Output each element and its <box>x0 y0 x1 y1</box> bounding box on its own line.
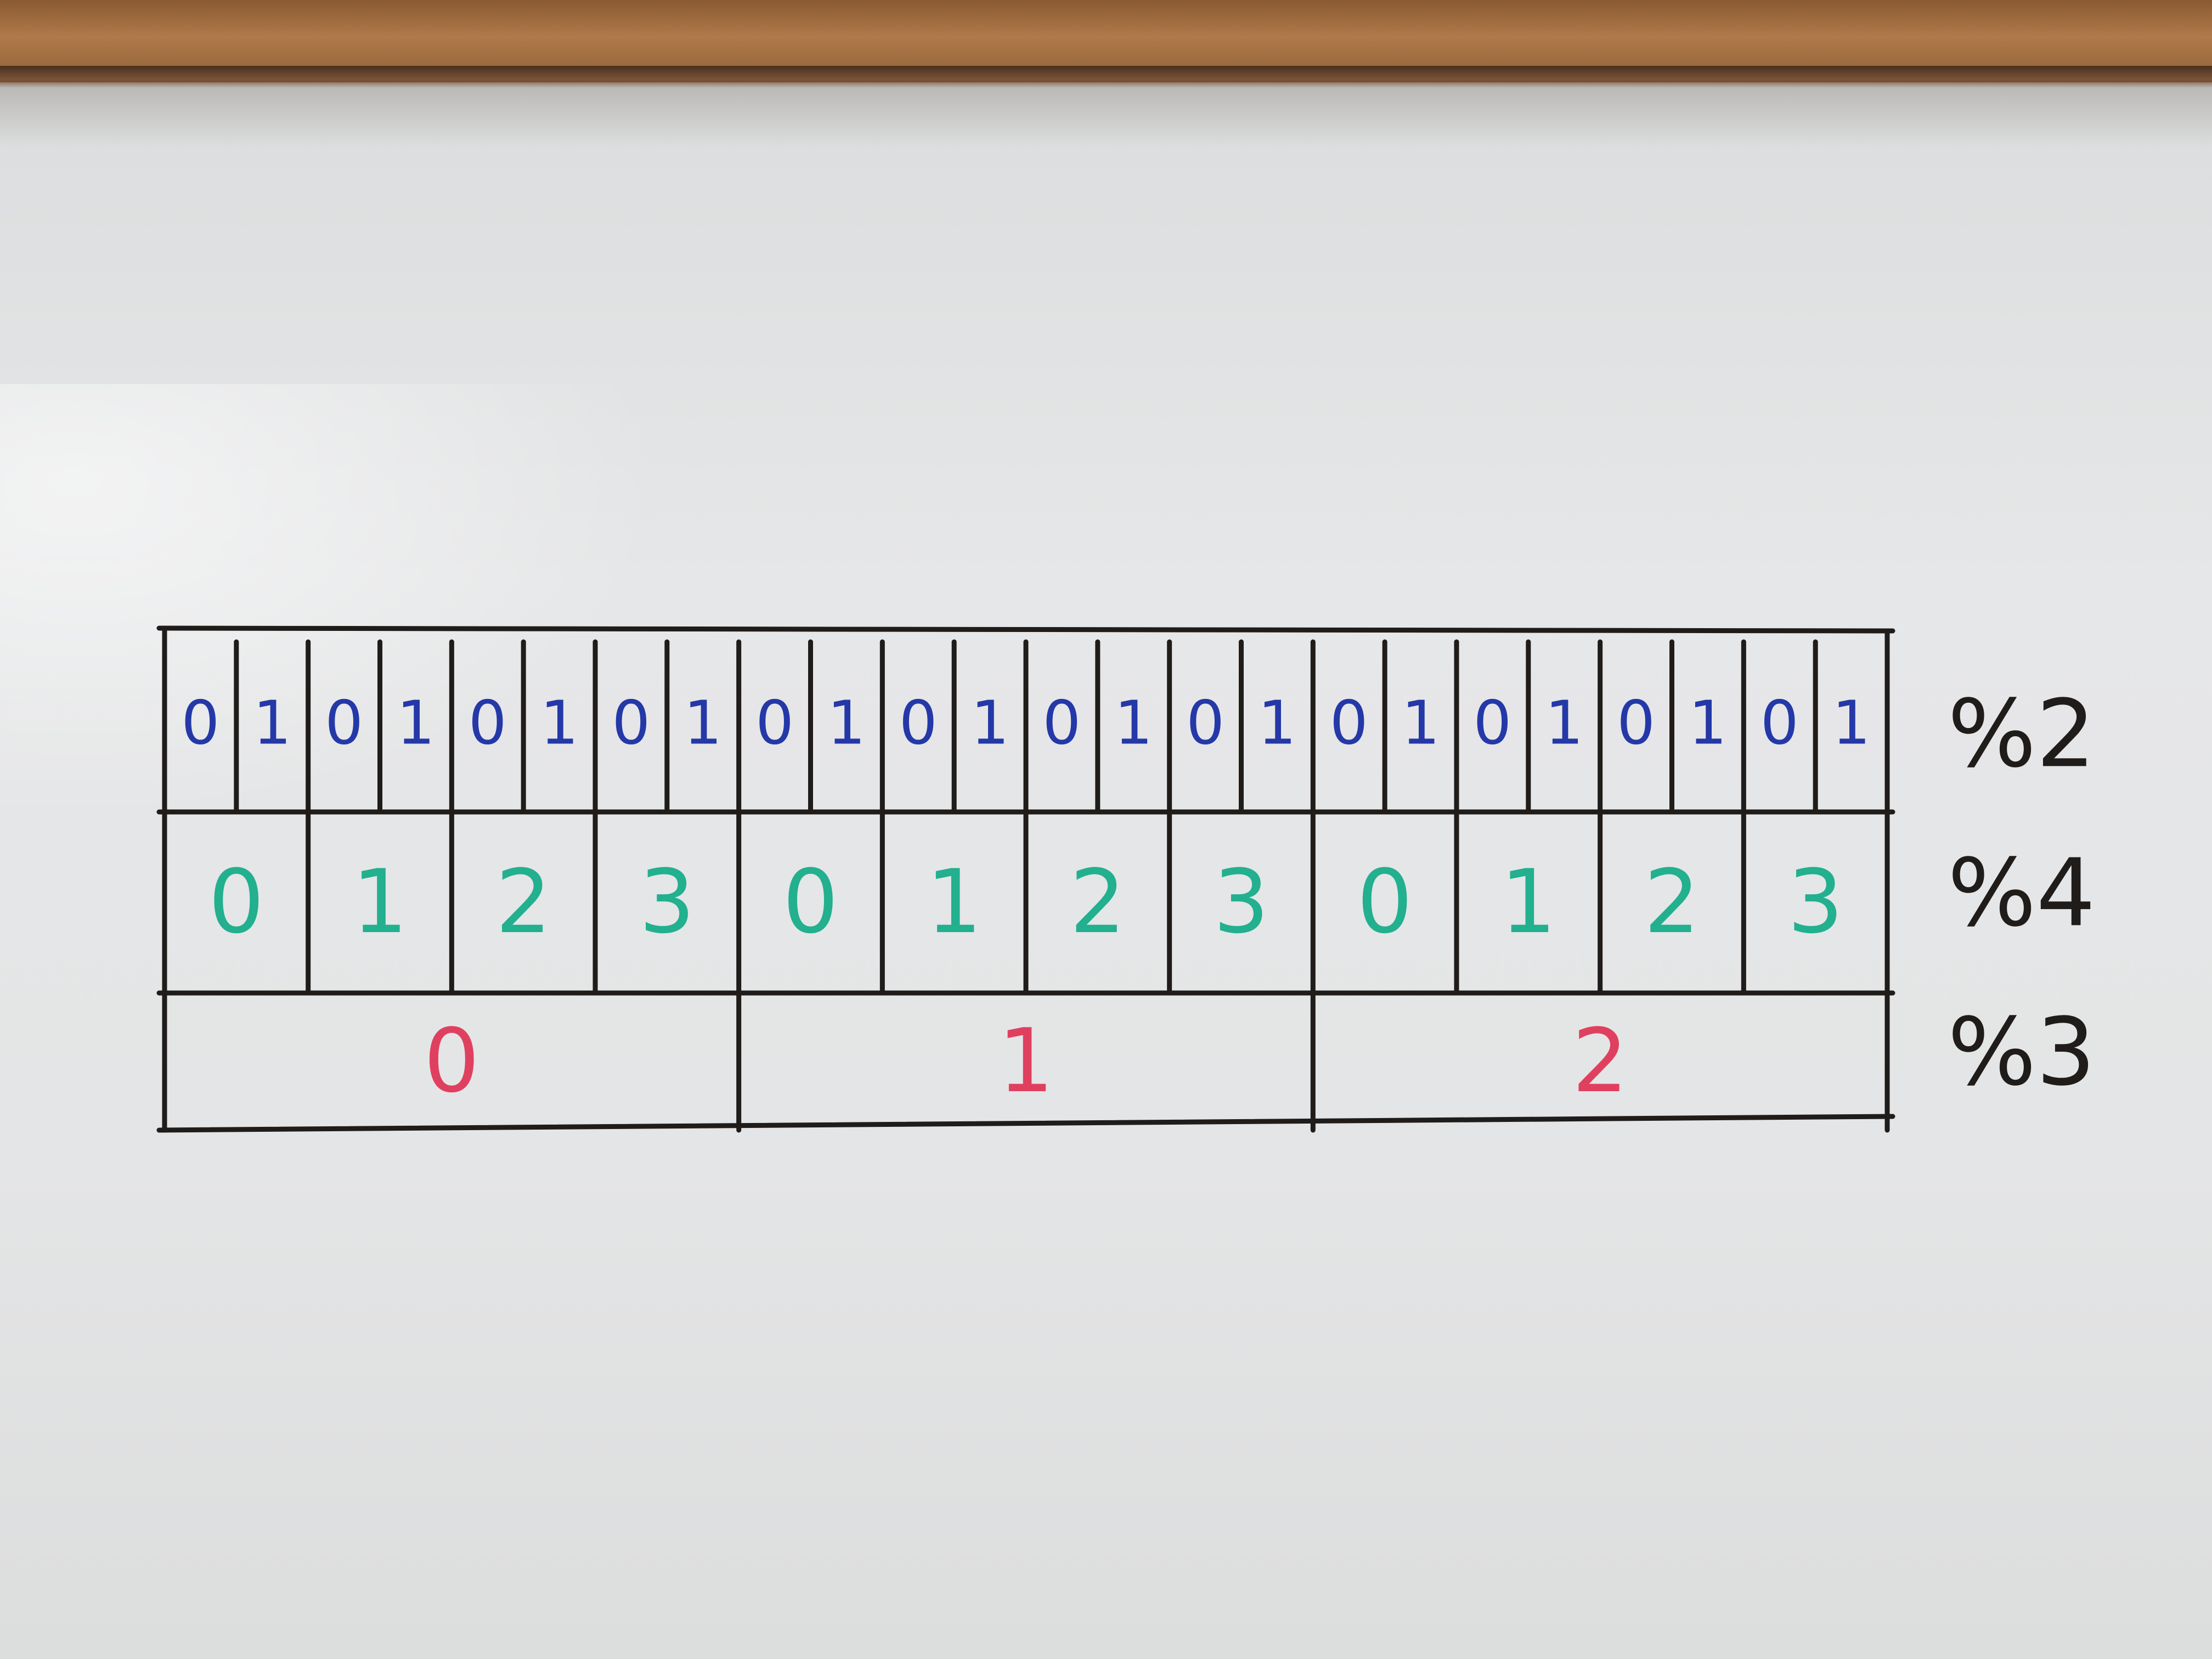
horizontal-grid-line <box>156 1114 1895 1133</box>
mod2-cell-value: 0 <box>1042 687 1081 758</box>
mod2-cell-value: 1 <box>540 687 579 758</box>
modulo-labels: %2 %4 %3 <box>1948 680 2096 1107</box>
row-mod3: 0 1 2 <box>424 990 1628 1133</box>
mod4-cell-value: 1 <box>352 850 408 953</box>
mod2-cell-value: 0 <box>181 687 219 758</box>
mod4-cell-value: 3 <box>1787 850 1843 953</box>
frame-shadow <box>0 82 2212 148</box>
mod2-cell-value: 1 <box>1402 687 1440 758</box>
mod3-cell-value: 2 <box>1572 1009 1628 1112</box>
mod2-cell-value: 0 <box>899 687 938 758</box>
mod2-cell-value: 1 <box>684 687 722 758</box>
mod2-cell-value: 0 <box>325 687 363 758</box>
mod2-cell-value: 1 <box>827 687 866 758</box>
mod2-cell-value: 1 <box>1545 687 1583 758</box>
mod4-cell-value: 1 <box>926 850 982 953</box>
wooden-frame-edge <box>0 66 2212 88</box>
mod2-cell-value: 1 <box>1114 687 1153 758</box>
mod2-cell-value: 1 <box>971 687 1009 758</box>
mod4-cell-value: 2 <box>1070 850 1126 953</box>
mod2-cell-value: 1 <box>1258 687 1296 758</box>
mod2-cell-value: 0 <box>612 687 650 758</box>
mod2-cell-value: 0 <box>1473 687 1511 758</box>
mod3-cell-value: 1 <box>998 1009 1054 1112</box>
mod4-cell-value: 0 <box>1357 850 1413 953</box>
mod2-cell-value: 0 <box>469 687 507 758</box>
mod2-cell-value: 1 <box>1832 687 1871 758</box>
mod4-cell-value: 3 <box>639 850 695 953</box>
mod2-cell-value: 0 <box>1760 687 1799 758</box>
mod2-cell-value: 1 <box>1689 687 1727 758</box>
horizontal-grid-line <box>156 625 1895 634</box>
mod4-cell-value: 3 <box>1214 850 1269 953</box>
mod3-cell-value: 0 <box>424 1009 479 1112</box>
mod4-cell-value: 1 <box>1500 850 1556 953</box>
mod4-cell-value: 2 <box>495 850 551 953</box>
mod2-cell-value: 0 <box>1186 687 1224 758</box>
mod2-cell-value: 0 <box>1330 687 1368 758</box>
mod4-cell-value: 0 <box>783 850 839 953</box>
mod2-cell-value: 1 <box>253 687 291 758</box>
label-mod4: %4 <box>1948 839 2096 947</box>
label-mod3: %3 <box>1948 998 2096 1107</box>
mod2-cell-value: 0 <box>755 687 794 758</box>
mod4-cell-value: 2 <box>1644 850 1700 953</box>
mod2-cell-value: 0 <box>1617 687 1655 758</box>
mod4-cell-value: 0 <box>208 850 264 953</box>
mod2-cell-value: 1 <box>397 687 435 758</box>
label-mod2: %2 <box>1948 680 2096 788</box>
